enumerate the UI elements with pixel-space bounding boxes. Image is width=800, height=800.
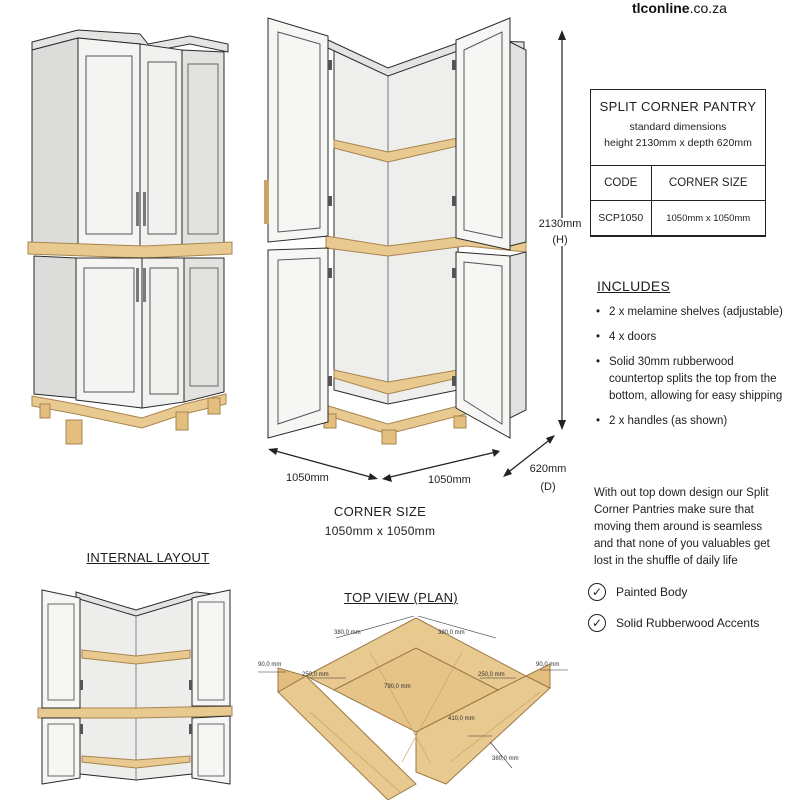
plan-dim-side-right: 90,0 mm [536,662,560,668]
brand-logo: tlconline.co.za [632,0,727,16]
height-value: 2130mm [538,218,582,230]
spec-dims: height 2130mm x depth 620mm [604,137,752,149]
internal-layout-illustration [37,589,233,785]
includes-item: 4 x doors [596,329,786,346]
top-view-heading: TOP VIEW (PLAN) [344,590,458,605]
corner-size-label: CORNER SIZE [333,504,427,519]
check-circle-icon: ✓ [588,583,606,601]
description-blurb: With out top down design our Split Corne… [594,487,770,567]
check-circle-icon: ✓ [588,614,606,632]
depth-value: 620mm [529,463,567,475]
plan-dim-inner-right: 250,0 mm [478,672,505,678]
plan-dim-top-left: 380,0 mm [334,630,361,636]
feature-label: Painted Body [616,585,688,599]
height-tag: (H) [552,234,568,246]
plan-dim-bottom: 380,0 mm [492,756,519,762]
plan-dim-side-left: 90,0 mm [258,662,282,668]
plan-dim-inner-depth: 410,0 mm [448,716,475,722]
width-right-label: 1050mm [428,474,471,486]
spec-title: SPLIT CORNER PANTRY [599,99,757,114]
depth-tag: (D) [540,481,556,493]
corner-size-value: 1050mm x 1050mm [324,524,436,538]
includes-list: 2 x melamine shelves (adjustable) 4 x do… [596,304,786,438]
spec-subtitle: standard dimensions [629,121,727,133]
brand-name: tlconline [632,0,690,16]
depth-dimension: 620mm (D) [528,463,568,493]
open-pantry-illustration [264,17,527,445]
corner-size-caption: CORNER SIZE 1050mm x 1050mm [300,504,460,538]
top-view-plan [258,615,568,800]
feature-rubberwood-accents: ✓ Solid Rubberwood Accents [588,614,759,632]
internal-layout-heading: INTERNAL LAYOUT [86,550,210,565]
feature-label: Solid Rubberwood Accents [616,616,760,630]
spec-col-size: CORNER SIZE [650,165,766,201]
spec-col-code: CODE [589,165,652,201]
height-dimension: 2130mm (H) [534,218,586,246]
spec-box: SPLIT CORNER PANTRY standard dimensions … [589,89,766,237]
spec-code-value: SCP1050 [589,200,652,236]
spec-table: CODE CORNER SIZE SCP1050 1050mm x 1050mm [589,165,766,236]
includes-item: 2 x melamine shelves (adjustable) [596,304,786,321]
plan-dim-diagonal: 790,0 mm [384,684,411,690]
spec-size-value: 1050mm x 1050mm [650,200,766,236]
plan-dim-top-right: 380,0 mm [438,630,465,636]
includes-heading: INCLUDES [597,278,671,294]
brand-domain: .co.za [689,0,727,16]
includes-item: 2 x handles (as shown) [596,413,786,430]
feature-painted-body: ✓ Painted Body [588,583,687,601]
closed-pantry-illustration [27,29,233,445]
width-left-label: 1050mm [286,472,329,484]
includes-item: Solid 30mm rubberwood countertop splits … [596,354,786,405]
plan-dim-inner-left: 250,0 mm [302,672,329,678]
